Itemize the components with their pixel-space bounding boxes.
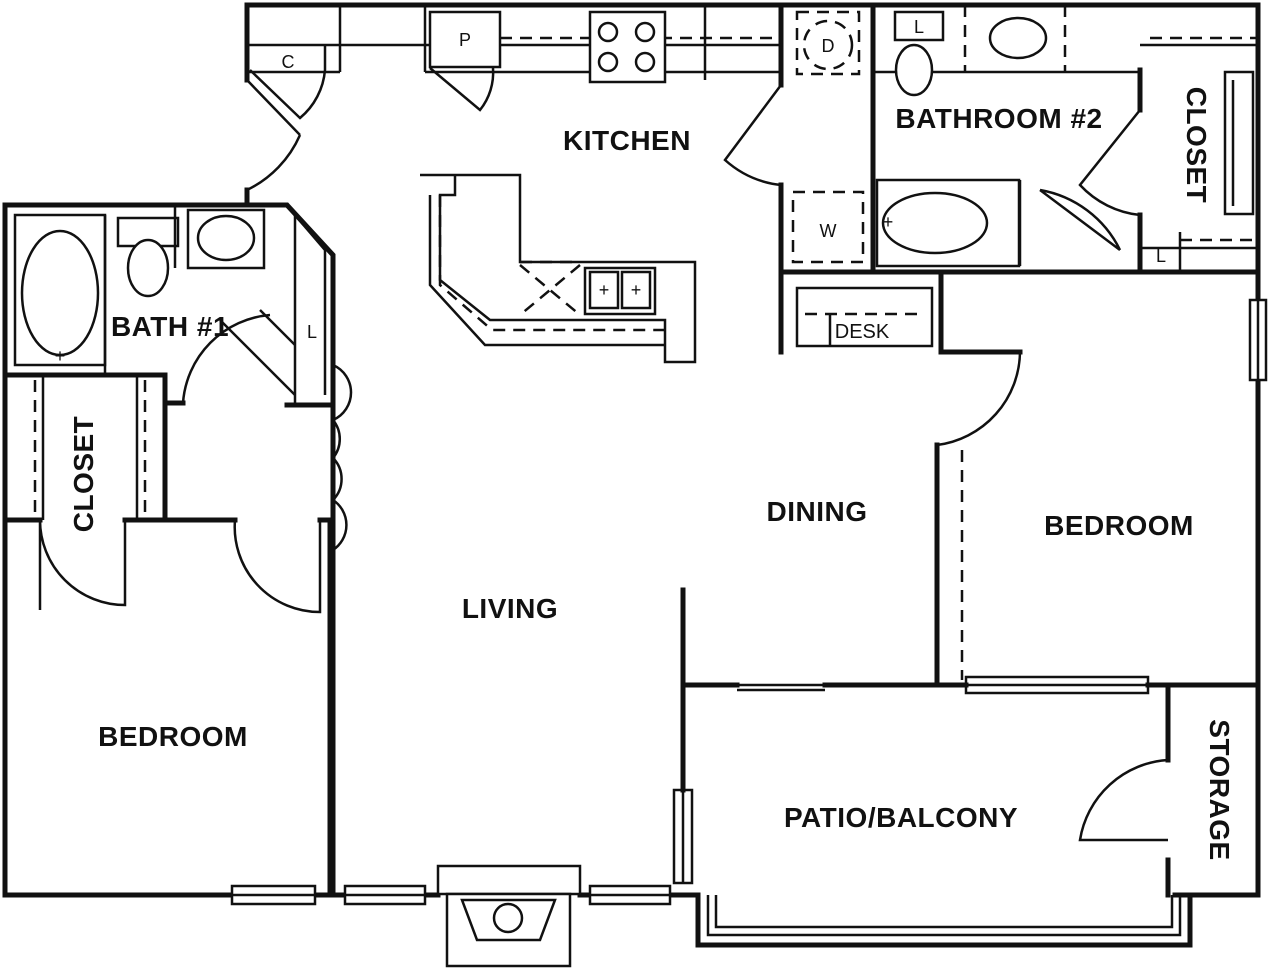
label-linen-bath-2-closet: L	[1156, 246, 1166, 266]
label-living: LIVING	[462, 593, 558, 624]
label-storage: STORAGE	[1204, 719, 1235, 860]
sink-drain-icon: +	[599, 280, 610, 300]
label-closet-left: CLOSET	[68, 416, 99, 533]
label-bedroom-left: BEDROOM	[98, 721, 248, 752]
label-desk: DESK	[835, 321, 890, 343]
patio-railing	[695, 892, 1193, 948]
label-linen-bath-1: L	[307, 322, 317, 342]
desk	[795, 286, 934, 348]
doors	[38, 45, 1169, 842]
label-patio: PATIO/BALCONY	[784, 802, 1018, 833]
label-kitchen: KITCHEN	[563, 125, 691, 156]
label-bedroom-right: BEDROOM	[1044, 510, 1194, 541]
tub-faucet-icon: +	[55, 346, 66, 366]
bathroom-2-fixtures	[873, 5, 1140, 268]
label-dining: DINING	[767, 496, 868, 527]
label-linen-bath-2-top: L	[914, 17, 924, 37]
label-coat-closet: C	[282, 52, 295, 72]
bath-1-fixtures	[13, 205, 266, 375]
label-dryer: D	[822, 36, 835, 56]
sink-drain-icon: +	[631, 280, 642, 300]
kitchen-counters	[247, 5, 781, 364]
room-labels: KITCHEN BATHROOM #2 CLOSET BATH #1 CLOSE…	[68, 87, 1235, 861]
left-closet	[33, 375, 147, 520]
label-pantry: P	[459, 30, 471, 50]
laundry	[791, 10, 865, 264]
fireplace	[436, 864, 582, 968]
right-closet	[1140, 36, 1258, 272]
label-bath-1: BATH #1	[111, 311, 229, 342]
windows	[230, 298, 1268, 906]
exterior-walls	[2, 2, 1261, 898]
label-closet-right: CLOSET	[1181, 87, 1212, 204]
label-bathroom-2: BATHROOM #2	[895, 103, 1102, 134]
tub-faucet-icon: +	[883, 212, 894, 232]
label-washer: W	[820, 221, 837, 241]
fixture-labels: C P D W DESK L L L	[282, 17, 1167, 343]
